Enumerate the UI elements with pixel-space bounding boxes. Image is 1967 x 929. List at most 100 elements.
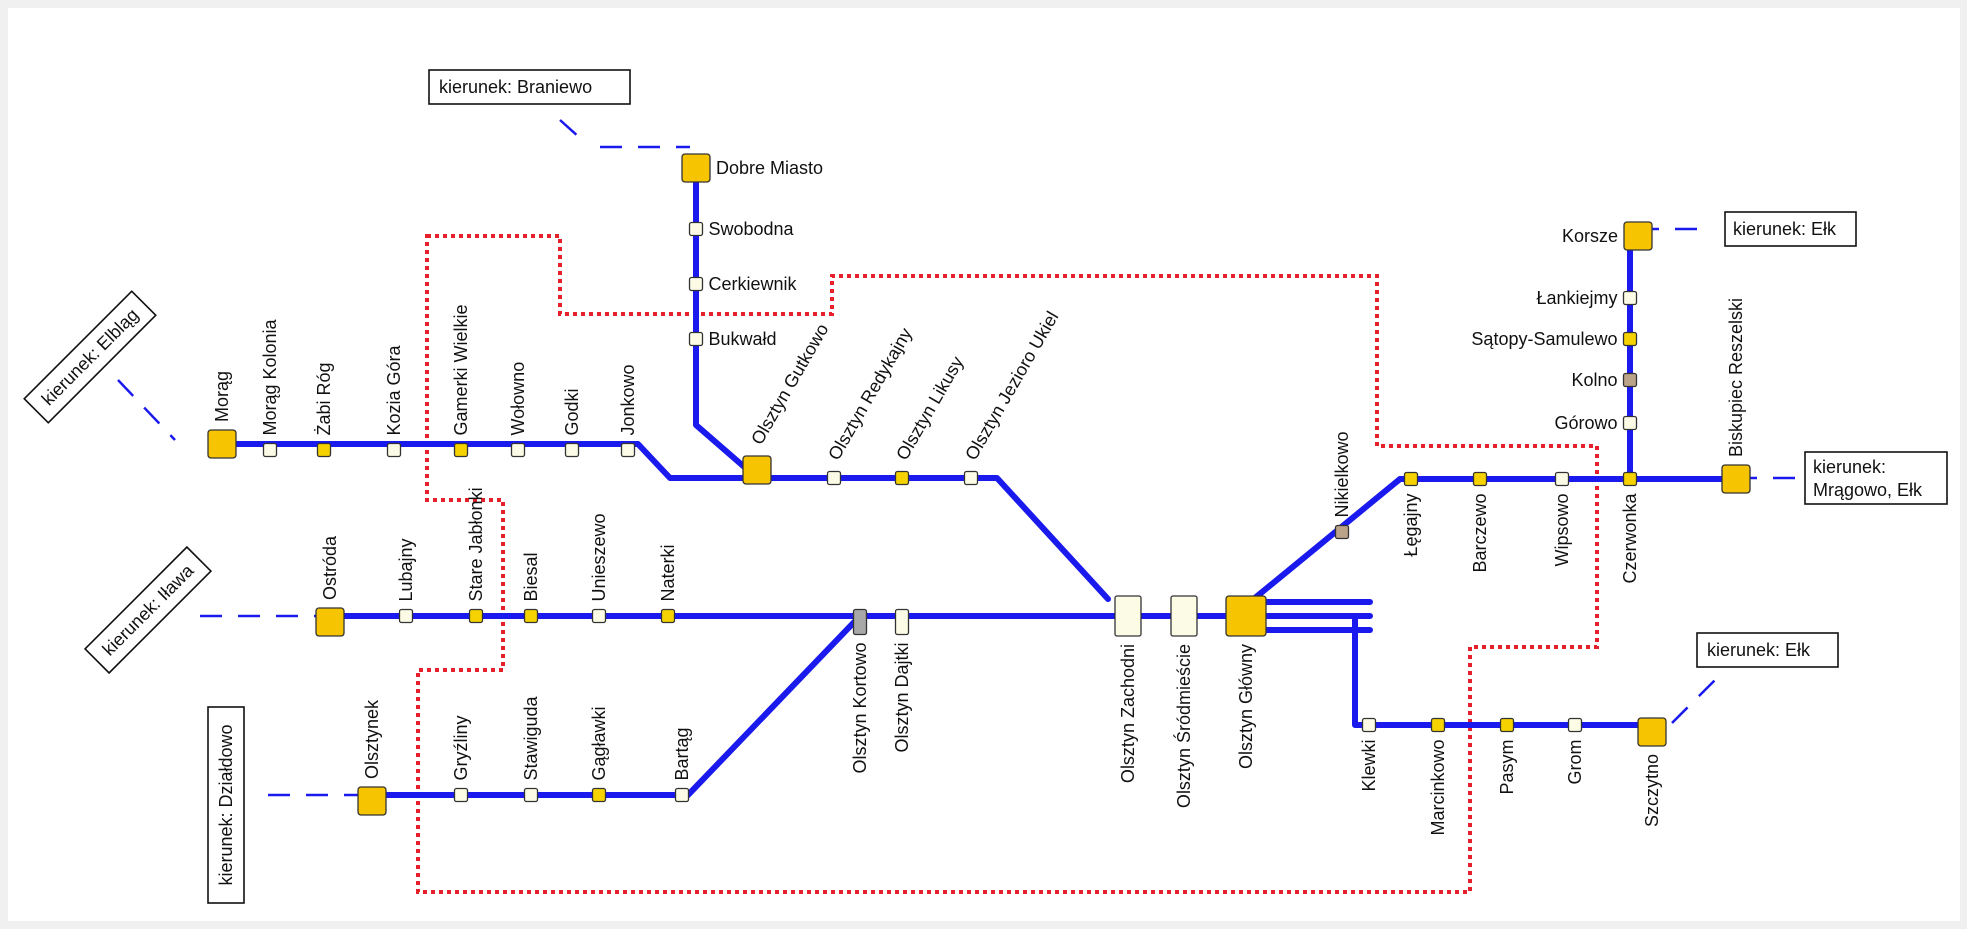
- station-label: Unieszewo: [589, 513, 609, 601]
- station-olsztyn-glowny: Olsztyn Główny: [1225, 595, 1267, 769]
- station-marker: [1430, 717, 1446, 733]
- svg-text:kierunek: Braniewo: kierunek: Braniewo: [439, 77, 592, 97]
- station-morag-kolonia: Morąg Kolonia: [260, 318, 280, 458]
- svg-text:kierunek: Ełk: kierunek: Ełk: [1707, 640, 1811, 660]
- station-bukwald: Bukwałd: [688, 329, 777, 349]
- station-szczytno: Szczytno: [1637, 717, 1667, 827]
- station-czerwonka: Czerwonka: [1620, 471, 1640, 584]
- direction-dzialdowo: kierunek: Działdowo: [207, 706, 245, 904]
- station-legajny: Łęgajny: [1401, 471, 1421, 557]
- station-label: Łankiejmy: [1536, 288, 1617, 308]
- station-label: Bukwałd: [709, 329, 777, 349]
- station-marker: [1622, 290, 1638, 306]
- station-marker: [1114, 595, 1142, 637]
- station-lubajny: Lubajny: [396, 538, 416, 624]
- station-marker: [1622, 372, 1638, 388]
- station-label: Grom: [1565, 740, 1585, 785]
- svg-text:kierunek: Działdowo: kierunek: Działdowo: [216, 724, 236, 885]
- station-biskupiec-reszelski: Biskupiec Reszelski: [1721, 298, 1751, 494]
- station-marker: [963, 470, 979, 486]
- station-label: Marcinkowo: [1428, 740, 1448, 836]
- station-label: Kolno: [1571, 370, 1617, 390]
- station-label: Naterki: [658, 544, 678, 601]
- station-kolno: Kolno: [1571, 370, 1638, 390]
- stations: Dobre MiastoSwobodnaCerkiewnikBukwałdMor…: [207, 153, 1751, 836]
- station-olsztyn-srodmiescie: Olsztyn Śródmieście: [1170, 595, 1198, 808]
- station-label: Cerkiewnik: [709, 274, 798, 294]
- station-marker: [262, 442, 278, 458]
- station-unieszewo: Unieszewo: [589, 513, 609, 624]
- station-marker: [453, 787, 469, 803]
- station-marker: [1499, 717, 1515, 733]
- station-marker: [894, 608, 910, 636]
- station-marker: [1403, 471, 1419, 487]
- station-marker: [523, 608, 539, 624]
- station-marker: [357, 786, 387, 816]
- station-nikielkowo: Nikielkowo: [1332, 431, 1352, 540]
- station-gaglawki: Gągławki: [589, 706, 609, 803]
- station-label: Czerwonka: [1620, 493, 1640, 584]
- direction-braniewo: kierunek: Braniewo: [428, 69, 631, 105]
- station-marker: [510, 442, 526, 458]
- station-marker: [1567, 717, 1583, 733]
- station-marker: [523, 787, 539, 803]
- station-marker: [674, 787, 690, 803]
- station-kozia-gora: Kozia Góra: [384, 344, 404, 458]
- station-label: Kozia Góra: [384, 344, 404, 435]
- station-label: Wołowno: [508, 362, 528, 436]
- station-label: Olsztyn Kortowo: [850, 643, 870, 774]
- station-dobre-miasto: Dobre Miasto: [681, 153, 823, 183]
- station-label: Barczewo: [1470, 494, 1490, 573]
- station-marker: [742, 455, 772, 485]
- station-jonkowo: Jonkowo: [618, 364, 638, 458]
- station-marker: [1361, 717, 1377, 733]
- station-biesal: Biesal: [521, 552, 541, 624]
- station-label: Sątopy-Samulewo: [1471, 329, 1617, 349]
- station-olsztyn-kortowo: Olsztyn Kortowo: [850, 608, 870, 774]
- station-label: Dobre Miasto: [716, 158, 823, 178]
- station-satopy-samulewo: Sątopy-Samulewo: [1471, 329, 1638, 349]
- station-stawiguda: Stawiguda: [521, 695, 541, 803]
- station-pasym: Pasym: [1497, 717, 1517, 795]
- station-ostroda: Ostróda: [315, 535, 345, 637]
- station-olsztynek: Olsztynek: [357, 699, 387, 816]
- station-marker: [1554, 471, 1570, 487]
- station-marker: [1170, 595, 1198, 637]
- station-marker: [398, 608, 414, 624]
- station-label: Olsztyn Śródmieście: [1173, 644, 1194, 808]
- station-label: Godki: [562, 388, 582, 435]
- station-label: Gamerki Wielkie: [451, 304, 471, 435]
- station-label: Klewki: [1359, 740, 1379, 792]
- station-label: Korsze: [1562, 226, 1618, 246]
- station-marker: [620, 442, 636, 458]
- svg-text:kierunek: Elbląg: kierunek: Elbląg: [38, 305, 143, 410]
- station-olsztyn-jezioro-ukiel: Olsztyn Jezioro Ukiel: [961, 308, 1062, 486]
- station-marker: [660, 608, 676, 624]
- station-naterki: Naterki: [658, 544, 678, 624]
- station-marker: [1622, 415, 1638, 431]
- station-marker: [1721, 464, 1751, 494]
- station-grom: Grom: [1565, 717, 1585, 785]
- station-marker: [386, 442, 402, 458]
- station-gorowo: Górowo: [1554, 413, 1638, 433]
- svg-text:Mrągowo, Ełk: Mrągowo, Ełk: [1813, 480, 1923, 500]
- station-marker: [468, 608, 484, 624]
- station-label: Morąg Kolonia: [260, 318, 280, 435]
- station-label: Stare Jabłonki: [466, 487, 486, 601]
- station-morag: Morąg: [207, 371, 237, 459]
- station-label: Górowo: [1554, 413, 1617, 433]
- station-cerkiewnik: Cerkiewnik: [688, 274, 798, 294]
- station-label: Pasym: [1497, 740, 1517, 795]
- station-label: Żabi Róg: [314, 362, 334, 435]
- zone-boundary: [416, 234, 1599, 894]
- station-label: Gągławki: [589, 706, 609, 780]
- station-label: Olsztyn Dajtki: [892, 643, 912, 753]
- station-korsze: Korsze: [1562, 221, 1653, 251]
- station-marker: [591, 787, 607, 803]
- station-label: Olsztyn Likusy: [892, 353, 967, 463]
- station-swobodna: Swobodna: [688, 219, 795, 239]
- station-label: Łęgajny: [1401, 494, 1421, 557]
- station-marker: [852, 608, 868, 636]
- station-marker: [681, 153, 711, 183]
